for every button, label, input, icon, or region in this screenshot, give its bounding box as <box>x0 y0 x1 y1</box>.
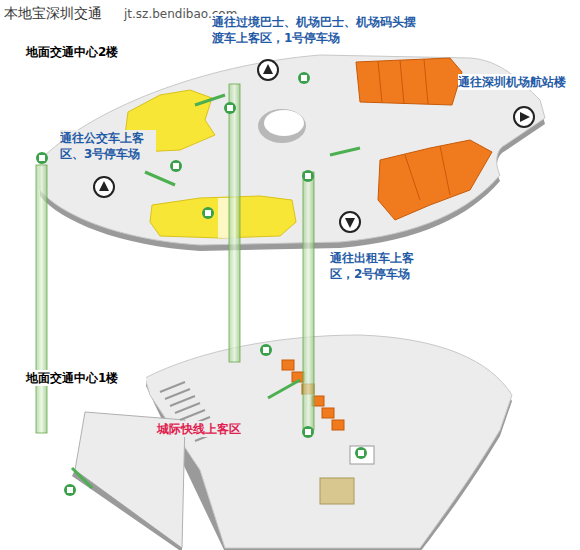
void <box>258 109 306 143</box>
watermark: 本地宝深圳交通 <box>4 4 124 23</box>
direction-note: 通往出租车上客区，2号停车场 <box>330 250 426 282</box>
area-label: 城际快线上客区 <box>157 421 257 437</box>
lower-floor <box>145 335 512 548</box>
facility-icon <box>36 72 367 496</box>
floor-title: 地面交通中心2楼 <box>26 44 146 60</box>
void <box>264 110 304 136</box>
direction-note: 通往过境巴士、机场巴士、机场码头摆渡车上客区，1号停车场 <box>212 14 418 46</box>
direction-note: 通往公交车上客区、3号停车场 <box>60 130 156 162</box>
kiosk <box>320 478 354 504</box>
info-desk <box>350 446 374 464</box>
direction-note: 通往深圳机场航站楼 <box>458 74 576 90</box>
floor-edge <box>72 470 182 550</box>
shop-dividers <box>378 59 450 200</box>
service-counters <box>125 90 296 238</box>
floor-title: 地面交通中心1楼 <box>26 370 146 386</box>
